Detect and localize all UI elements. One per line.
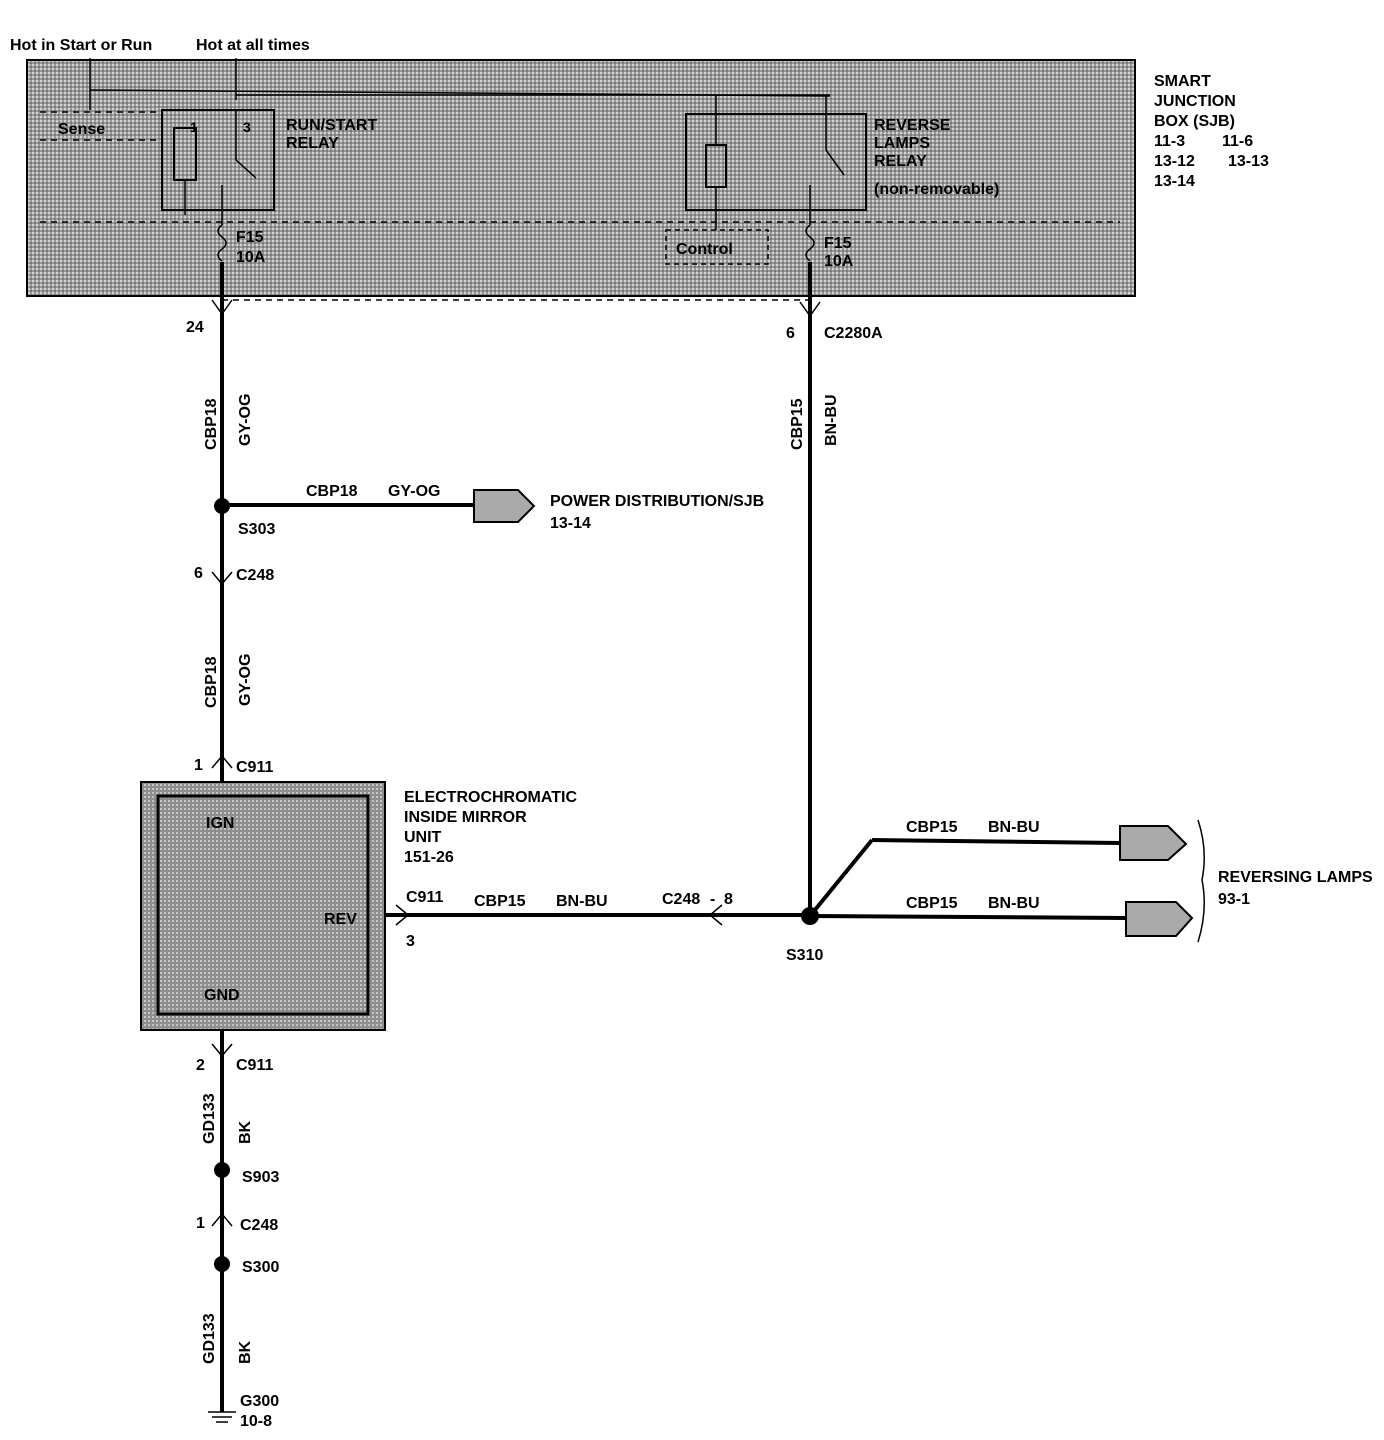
mirror-title-2: INSIDE MIRROR bbox=[404, 809, 527, 826]
splice-s303-label: S303 bbox=[238, 521, 275, 538]
fuse-right-name: F15 bbox=[824, 235, 852, 252]
reversing-lamps-brace bbox=[1197, 819, 1205, 943]
left-circuit bbox=[211, 262, 536, 782]
splice-s300 bbox=[214, 1256, 230, 1272]
pin-1-c911: 1 bbox=[194, 757, 203, 774]
sjb-ref-4: 13-13 bbox=[1228, 153, 1269, 170]
ground-ref: 10-8 bbox=[240, 1413, 272, 1430]
sjb-ref-1: 11-3 bbox=[1154, 133, 1185, 150]
run-start-relay bbox=[161, 109, 275, 225]
gnd-wire-gd133-b: GD133 bbox=[201, 1313, 218, 1364]
pin-6-c2280a: 6 bbox=[786, 325, 795, 342]
hot-all-times-label: Hot at all times bbox=[196, 37, 310, 54]
reverse-relay-label-3: RELAY bbox=[874, 153, 927, 170]
branch-wire-cbp18: CBP18 bbox=[306, 483, 358, 500]
lower-wire-cbp15: CBP15 bbox=[906, 895, 958, 912]
wire-cbp18-a: CBP18 bbox=[203, 398, 220, 450]
splice-s903-label: S903 bbox=[242, 1169, 279, 1186]
control-label: Control bbox=[676, 241, 733, 258]
color-gy-og-a: GY-OG bbox=[237, 394, 254, 446]
run-start-relay-label-2: RELAY bbox=[286, 135, 339, 152]
mirror-rev: REV bbox=[324, 911, 357, 928]
conn-c2280a: C2280A bbox=[824, 325, 883, 342]
sjb-title-3: BOX (SJB) bbox=[1154, 113, 1235, 130]
reverse-lamps-relay bbox=[685, 96, 867, 230]
mirror-title-4: 151-26 bbox=[404, 849, 454, 866]
right-circuit bbox=[799, 262, 821, 916]
power-dist-ref: 13-14 bbox=[550, 515, 591, 532]
rev-color-bn-bu: BN-BU bbox=[556, 893, 608, 910]
conn-c248-a: C248 bbox=[236, 567, 274, 584]
smart-junction-box: 1 3 Sense RUN/START RELAY REVERSE LAMPS … bbox=[26, 58, 1136, 297]
branch-color-gy-og: GY-OG bbox=[388, 483, 440, 500]
mirror-title-1: ELECTROCHROMATIC bbox=[404, 789, 577, 806]
fuse-f15-right bbox=[805, 224, 815, 262]
control-box bbox=[665, 229, 769, 265]
pin-24: 24 bbox=[186, 319, 204, 336]
mirror-ign: IGN bbox=[206, 815, 234, 832]
gnd-pin-2: 2 bbox=[196, 1057, 205, 1074]
gnd-pin-1: 1 bbox=[196, 1215, 205, 1232]
color-bn-bu: BN-BU bbox=[823, 394, 840, 446]
gnd-color-bk-b: BK bbox=[237, 1340, 254, 1364]
ground-circuit bbox=[208, 1030, 236, 1423]
rev-circuit bbox=[385, 819, 1205, 943]
power-dist-label: POWER DISTRIBUTION/SJB bbox=[550, 493, 764, 510]
rev-pin-3: 3 bbox=[406, 933, 415, 950]
pin-6-c248: 6 bbox=[194, 565, 203, 582]
sjb-title-1: SMART bbox=[1154, 73, 1211, 90]
mirror-gnd: GND bbox=[204, 987, 240, 1004]
mirror-title-3: UNIT bbox=[404, 829, 442, 846]
fuse-right-rating: 10A bbox=[824, 253, 854, 270]
electrochromatic-mirror-unit bbox=[140, 781, 386, 1031]
sense-label: Sense bbox=[58, 121, 105, 138]
sjb-ref-5: 13-14 bbox=[1154, 173, 1195, 190]
upper-color-bn-bu: BN-BU bbox=[988, 819, 1040, 836]
sjb-ref-3: 13-12 bbox=[1154, 153, 1195, 170]
sjb-ref-2: 11-6 bbox=[1222, 133, 1253, 150]
wire-cbp18-b: CBP18 bbox=[203, 656, 220, 708]
reverse-relay-label-1: REVERSE bbox=[874, 117, 951, 134]
power-dist-connector bbox=[473, 489, 536, 523]
ground-g300: G300 bbox=[240, 1393, 279, 1410]
relay-pin-3: 3 bbox=[243, 119, 251, 135]
hot-start-run-label: Hot in Start or Run bbox=[10, 37, 152, 54]
reversing-lamp-connector-lower bbox=[1125, 901, 1194, 937]
gnd-wire-gd133-a: GD133 bbox=[201, 1093, 218, 1144]
reversing-lamps-ref: 93-1 bbox=[1218, 891, 1250, 908]
rev-conn-c248: C248 bbox=[662, 891, 700, 908]
gnd-conn-c248: C248 bbox=[240, 1217, 278, 1234]
upper-wire-cbp15: CBP15 bbox=[906, 819, 958, 836]
wire-cbp15: CBP15 bbox=[789, 398, 806, 450]
color-gy-og-b: GY-OG bbox=[237, 654, 254, 706]
rev-dash: - bbox=[710, 891, 715, 908]
fuse-left-rating: 10A bbox=[236, 249, 266, 266]
fuse-left-name: F15 bbox=[236, 229, 264, 246]
rev-wire-cbp15: CBP15 bbox=[474, 893, 526, 910]
gnd-color-bk-a: BK bbox=[237, 1120, 254, 1144]
splice-s300-label: S300 bbox=[242, 1259, 279, 1276]
gnd-conn-c911: C911 bbox=[236, 1057, 273, 1074]
rev-pin-8: 8 bbox=[724, 891, 733, 908]
rev-conn-c911: C911 bbox=[406, 889, 443, 906]
reverse-relay-label-2: LAMPS bbox=[874, 135, 930, 152]
sjb-title-2: JUNCTION bbox=[1154, 93, 1236, 110]
splice-s903 bbox=[214, 1162, 230, 1178]
lower-color-bn-bu: BN-BU bbox=[988, 895, 1040, 912]
fuse-f15-left bbox=[217, 224, 227, 262]
relay-pin-1: 1 bbox=[190, 119, 198, 135]
splice-s310-label: S310 bbox=[786, 947, 823, 964]
run-start-relay-label-1: RUN/START bbox=[286, 117, 377, 134]
reversing-lamp-connector-upper bbox=[1119, 825, 1188, 861]
conn-c911-top: C911 bbox=[236, 759, 273, 776]
reversing-lamps-label: REVERSING LAMPS bbox=[1218, 869, 1373, 886]
reverse-relay-label-4: (non-removable) bbox=[874, 181, 999, 198]
